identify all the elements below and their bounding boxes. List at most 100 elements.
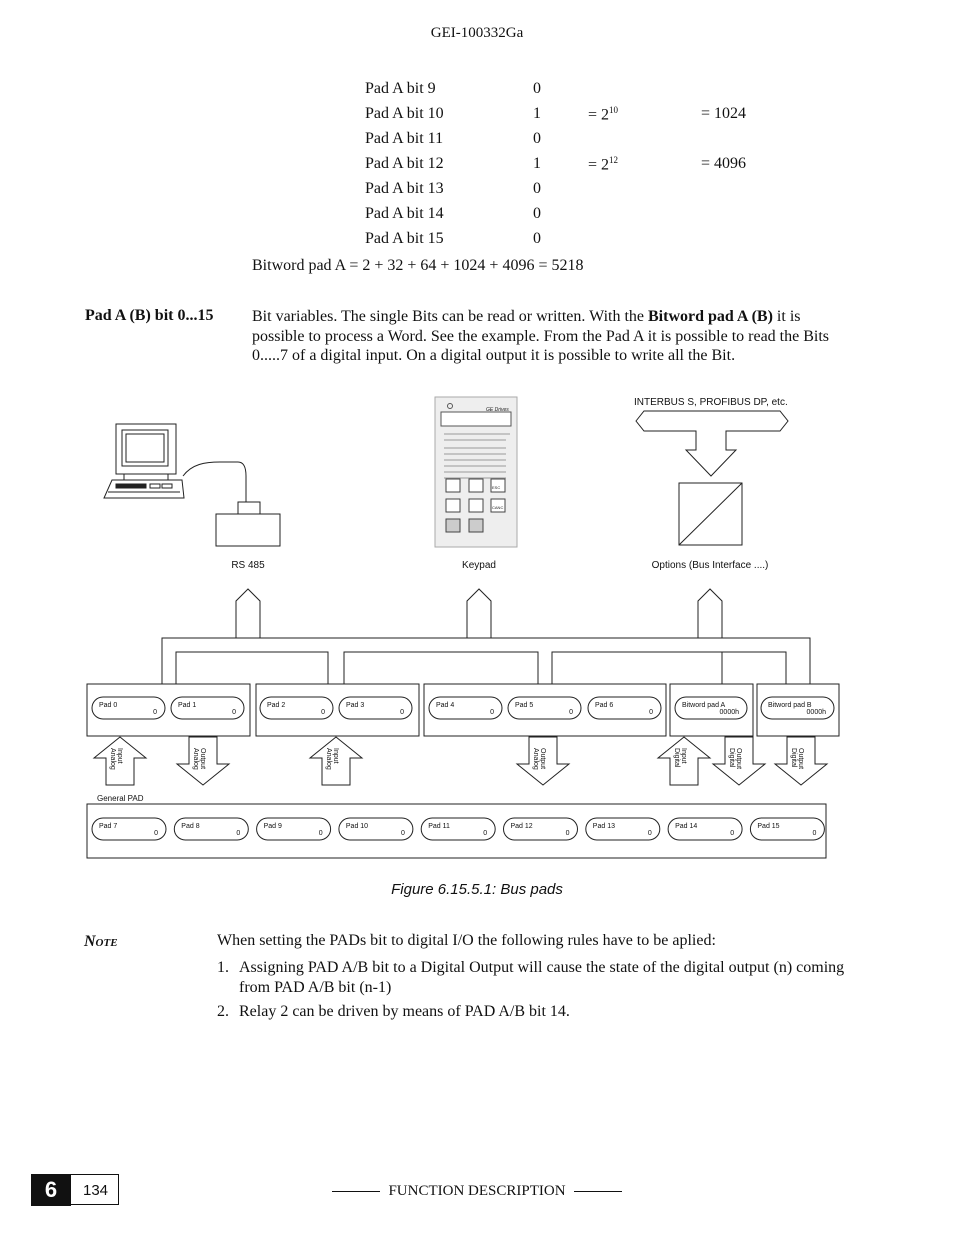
pad-field: Pad 120	[503, 817, 578, 841]
bit-value: 0	[533, 180, 541, 197]
pad-value: 0	[812, 830, 816, 837]
pad-value: 0	[569, 709, 573, 716]
rs485-connector	[215, 513, 281, 547]
pad-name: Pad 11	[428, 823, 450, 830]
bit-label: Pad A bit 15	[365, 230, 444, 247]
pad-field: Pad 100	[338, 817, 414, 841]
desc-text-2: it is possible to process a Word. See th…	[252, 308, 830, 364]
bit-power-base: = 2	[588, 106, 610, 124]
svg-text:OutputAnalog: OutputAnalog	[532, 748, 546, 770]
pad-value: 0	[730, 830, 734, 837]
pad-name: Pad 1	[178, 702, 196, 709]
document-id: GEI-100332Ga	[430, 25, 524, 41]
output-arrow: OutputDigital	[773, 736, 829, 786]
svg-text:InputAnalog: InputAnalog	[109, 748, 123, 770]
page-number: 134	[71, 1174, 119, 1205]
pad-field: Pad 130	[585, 817, 661, 841]
fieldbus-label: INTERBUS S, PROFIBUS DP, etc.	[634, 397, 788, 408]
svg-text:OutputAnalog: OutputAnalog	[192, 748, 206, 770]
key-label: ESC	[492, 485, 500, 490]
io-arrow-label: Input	[680, 748, 687, 764]
bit-power-exponent: 10	[609, 105, 619, 115]
bit-label: Pad A bit 13	[365, 180, 444, 197]
bit-value: 0	[533, 130, 541, 147]
note-item-text: Relay 2 can be driven by means of PAD A/…	[239, 1003, 570, 1020]
svg-text:OutputDigital: OutputDigital	[728, 748, 742, 769]
pad-name: Pad 15	[757, 823, 779, 830]
pad-group-2-3	[255, 683, 420, 737]
pad-field: Pad 80	[173, 817, 249, 841]
pad-value: 0	[319, 830, 323, 837]
bit-label: Pad A bit 11	[365, 130, 444, 147]
note-label-text: Note	[84, 933, 118, 950]
pad-field: Pad 20	[259, 696, 334, 720]
bit-value: 1	[533, 155, 541, 172]
pad-field: Pad 11 0	[420, 817, 496, 841]
footer-rule-left	[332, 1191, 381, 1193]
bit-power-base: = 2	[588, 156, 610, 174]
pad-name: Pad 14	[675, 823, 697, 830]
output-arrow: OutputAnalog	[515, 736, 571, 786]
svg-text:OutputDigital: OutputDigital	[790, 748, 804, 769]
note-item-text: Assigning PAD A/B bit to a Digital Outpu…	[239, 959, 845, 996]
pad-value: 0	[483, 830, 487, 837]
pad-name: Pad 0	[99, 702, 117, 709]
bit-power-exponent: 12	[609, 155, 619, 165]
note-item: 1. Assigning PAD A/B bit to a Digital Out…	[217, 958, 857, 997]
pad-name: Pad 2	[267, 702, 285, 709]
pad-field: Pad 00	[91, 696, 166, 720]
pad-group-bitword-a	[669, 683, 754, 737]
pad-name: Bitword pad B	[768, 702, 812, 709]
io-arrow-label: Analog	[192, 748, 199, 770]
bit-result: = 4096	[701, 155, 747, 172]
note-list: 1. Assigning PAD A/B bit to a Digital Out…	[217, 958, 857, 1027]
io-arrow-label: Digital	[728, 748, 735, 768]
pad-field: Pad 1 0	[170, 696, 245, 720]
bit-label: Pad A bit 12	[365, 155, 444, 172]
input-arrow: InputAnalog	[308, 736, 364, 786]
fieldbus-arrow	[635, 410, 789, 477]
options-label: Options (Bus Interface ....)	[652, 560, 769, 571]
pad-name: Pad 3	[346, 702, 364, 709]
keypad-device	[434, 396, 518, 548]
pad-value: 0	[649, 709, 653, 716]
pad-field: Pad 9 0	[256, 817, 332, 841]
input-arrow: InputAnalog	[92, 736, 148, 786]
bit-value: 0	[533, 80, 541, 97]
svg-text:InputAnalog: InputAnalog	[325, 748, 339, 770]
pad-value: 0	[401, 830, 405, 837]
pad-value: 0000h	[807, 709, 827, 716]
pad-group-4-6	[423, 683, 667, 737]
io-arrow-label: Digital	[790, 748, 797, 768]
note-item-number: 1.	[217, 959, 229, 976]
pad-value: 0	[648, 830, 652, 837]
pad-group-0-1	[86, 683, 251, 737]
pad-field: Pad 50	[507, 696, 582, 720]
figure-caption: Figure 6.15.5.1: Bus pads	[391, 881, 563, 898]
io-arrow-label: Digital	[673, 748, 680, 768]
pad-value: 0	[490, 709, 494, 716]
parameter-description: Bit variables. The single Bits can be re…	[252, 307, 852, 366]
pad-value: 0	[232, 709, 236, 716]
io-arrow-label: Output	[539, 748, 546, 769]
chapter-number: 6	[31, 1174, 71, 1206]
bit-value: 0	[533, 205, 541, 222]
pad-field: Pad 15 0	[749, 817, 825, 841]
bit-value: 1	[533, 105, 541, 122]
pad-name: Pad 12	[511, 823, 533, 830]
footer-rule-right	[573, 1191, 622, 1193]
computer-icon	[103, 423, 247, 502]
output-arrow: OutputDigital	[711, 736, 767, 786]
pad-field: Pad 60	[587, 696, 662, 720]
io-arrow-label: Output	[735, 748, 742, 769]
note-item-number: 2.	[217, 1003, 229, 1020]
keypad-label: Keypad	[462, 560, 496, 571]
pad-name: Pad 9	[264, 823, 282, 830]
bit-power: = 212	[588, 155, 618, 174]
io-arrow-label: Output	[199, 748, 206, 769]
note-label: Note	[84, 933, 118, 951]
bit-result: = 1024	[701, 105, 747, 122]
io-arrow-label: Analog	[532, 748, 539, 770]
bus-pads-diagram: INTERBUS S, PROFIBUS DP, etc. RS 485 Key…	[86, 396, 840, 859]
note-item: 2. Relay 2 can be driven by means of PAD …	[217, 1002, 857, 1022]
